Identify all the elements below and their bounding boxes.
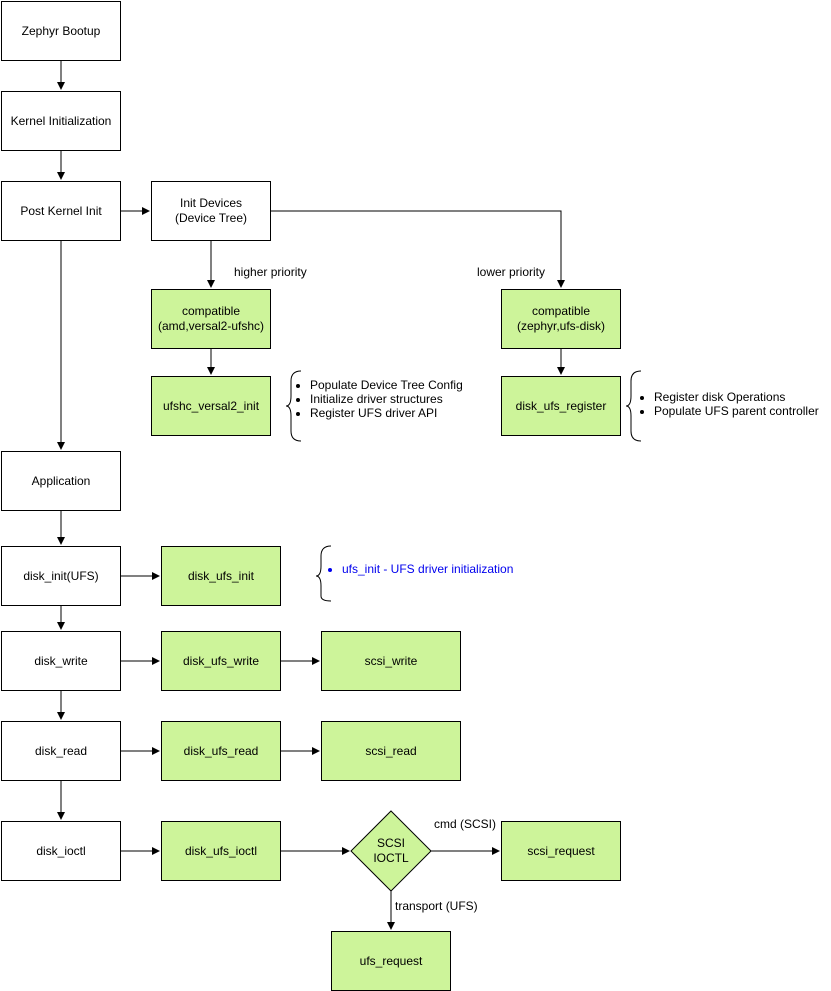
node-kernel-initialization: Kernel Initialization xyxy=(1,91,121,151)
node-disk-ufs-init: disk_ufs_init xyxy=(161,546,281,606)
node-compatible-ufs-disk: compatible (zephyr,ufs-disk) xyxy=(501,289,621,349)
node-disk-ufs-write: disk_ufs_write xyxy=(161,631,281,691)
node-disk-init: disk_init(UFS) xyxy=(1,546,121,606)
node-zephyr-bootup: Zephyr Bootup xyxy=(1,1,121,61)
node-disk-ufs-ioctl: disk_ufs_ioctl xyxy=(161,821,281,881)
note-brace-init xyxy=(315,545,332,602)
notes-ufshc: Populate Device Tree Config Initialize d… xyxy=(292,378,463,420)
node-ufshc-versal2-init: ufshc_versal2_init xyxy=(151,376,271,436)
label-lower-priority: lower priority xyxy=(477,265,546,279)
label-cmd-scsi: cmd (SCSI) xyxy=(434,817,497,831)
note-item: Populate UFS parent controller xyxy=(654,404,819,418)
node-post-kernel-init: Post Kernel Init xyxy=(1,181,121,241)
node-disk-ufs-register: disk_ufs_register xyxy=(501,376,621,436)
notes-disk: Register disk Operations Populate UFS pa… xyxy=(636,390,819,418)
node-disk-ufs-read: disk_ufs_read xyxy=(161,721,281,781)
node-ufs-request: ufs_request xyxy=(331,931,451,991)
node-disk-read: disk_read xyxy=(1,721,121,781)
note-item: ufs_init - UFS driver initialization xyxy=(342,562,513,576)
decision-diamond xyxy=(350,810,432,892)
node-disk-write: disk_write xyxy=(1,631,121,691)
node-application: Application xyxy=(1,451,121,511)
note-brace-ufshc xyxy=(285,370,302,442)
node-init-devices: Init Devices (Device Tree) xyxy=(151,181,271,241)
note-item: Register disk Operations xyxy=(654,390,819,404)
node-scsi-request: scsi_request xyxy=(501,821,621,881)
decision-label: SCSI IOCTL xyxy=(373,836,409,865)
node-disk-ioctl: disk_ioctl xyxy=(1,821,121,881)
label-higher-priority: higher priority xyxy=(234,265,307,279)
label-transport-ufs: transport (UFS) xyxy=(395,899,478,913)
note-item: Populate Device Tree Config xyxy=(310,378,463,392)
note-brace-disk xyxy=(625,370,642,442)
note-item: Initialize driver structures xyxy=(310,392,463,406)
notes-init: ufs_init - UFS driver initialization xyxy=(324,562,513,576)
node-scsi-write: scsi_write xyxy=(321,631,461,691)
node-compatible-ufshc: compatible (amd,versal2-ufshc) xyxy=(151,289,271,349)
edge-initdevices-compatibledisk xyxy=(271,210,565,288)
node-scsi-read: scsi_read xyxy=(321,721,461,781)
note-item: Register UFS driver API xyxy=(310,406,463,420)
